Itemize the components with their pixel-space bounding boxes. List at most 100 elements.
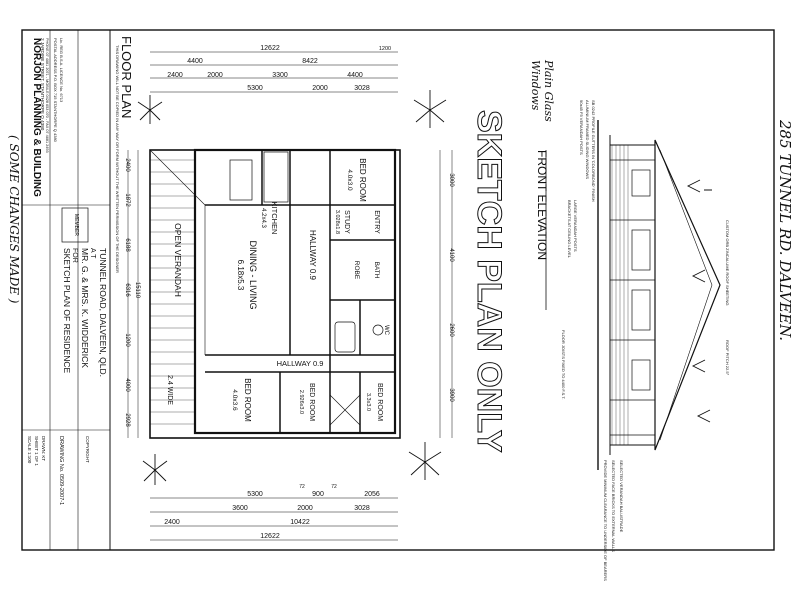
dim-top-row2: 3300 — [272, 72, 288, 79]
verandah-width: 2.4 WIDE — [166, 375, 173, 405]
room-open-verandah: OPEN VERANDAH — [173, 223, 183, 297]
drawing-number: DRAWING No. 0509-2007-1 — [58, 436, 64, 505]
room-bed3-size: 2.926x3.0 — [298, 390, 304, 414]
dim-left: 2928 — [124, 413, 130, 427]
room-entry: ENTRY — [373, 210, 380, 234]
elevation-note: PROVIDE MINIMUM CLEARANCE TO UNDERSIDE O… — [603, 460, 608, 581]
dim-bottom-overall: 12622 — [260, 533, 280, 540]
elevation-window — [631, 289, 651, 331]
tree-icon — [696, 409, 711, 423]
dim-top-right: 1200 — [379, 46, 391, 52]
tree-icon — [413, 90, 447, 128]
elevation-window — [631, 359, 651, 391]
dim-top-left: 4400 — [187, 58, 203, 65]
dim-right: 3900 — [448, 388, 454, 402]
toilet — [372, 324, 384, 336]
house-outline — [193, 148, 397, 435]
room-bath: BATH — [373, 262, 380, 279]
elevation-note: CUSTOM ORB ZINCALUME ROOF SHEETING — [725, 220, 730, 306]
elevation-roof — [654, 139, 721, 451]
tree-icon — [408, 442, 442, 480]
tree-icon — [691, 269, 706, 283]
elevation-note: LARGE VERANDAH POSTS — [573, 200, 578, 252]
elevation-note: SELECTED VERANDAH BALUSTRADE — [619, 460, 624, 533]
front-elevation-title: FRONT ELEVATION — [535, 150, 549, 260]
tree-icon — [142, 454, 168, 485]
elevation-note: ALUMINIUM FRAMED SLIDING WINDOWS — [585, 100, 590, 179]
dim-right: 3000 — [448, 173, 454, 187]
firm-phone: PHONE 07 4681 2071 - MOBILE 0428 653 070… — [45, 38, 49, 153]
room-dining-size: 6.18x5.3 — [236, 260, 245, 291]
elevation-notes: SB 0242 PROFILE GUTTERS IN 'COLORBOND' F… — [561, 100, 730, 581]
dim-bottom-row1: 72 — [331, 484, 337, 490]
handwritten-address: 285 TUNNEL RD. DALVEEN. — [776, 119, 794, 341]
dim-bottom-mid: 10422 — [290, 519, 310, 526]
dim-bottom-row2: 3600 — [232, 505, 248, 512]
balustrade — [611, 145, 629, 445]
member-label: MEMBER — [73, 214, 79, 236]
elevation-note: 90x45 F5 VERANDAH POSTS — [579, 100, 584, 155]
room-kitchen-size: 4.2x4.3 — [260, 208, 266, 228]
dim-bottom-left: 2400 — [164, 519, 180, 526]
front-elevation — [597, 120, 721, 470]
dim-bottom-row1: 900 — [312, 491, 324, 498]
dim-top-row3: 5300 — [247, 85, 263, 92]
dim-bottom-row2: 2000 — [297, 505, 313, 512]
room-bed3: BED ROOM — [308, 383, 315, 421]
firm-licence: Lic. REG B.S.A. LICENCE No. 6713 — [59, 38, 64, 103]
handwritten-note-changes: ( SOME CHANGES MADE ) — [7, 135, 21, 304]
sheet-label: SHEET 1 OF 1 — [34, 436, 39, 466]
firm-address: 2 JARDINE STREET, STANTHORPE Q 4380 — [40, 38, 45, 131]
kitchen-island — [229, 159, 253, 201]
dim-bottom-row1: 2056 — [364, 491, 380, 498]
dim-left: 1200 — [124, 333, 130, 347]
title-block: MEMBER NORJON PLANNING & BUILDING 2 JARD… — [21, 29, 111, 551]
copyright-warning: THIS DRAWING WILL NOT BE COPIED IN ANY W… — [115, 45, 120, 273]
elevation-window — [631, 169, 651, 197]
room-bed2-size: 4.0x3.6 — [231, 389, 238, 411]
kitchen-bench — [263, 151, 289, 203]
room-bed4: BED ROOM — [376, 383, 383, 421]
dim-left: 6188 — [124, 238, 130, 252]
internal-walls — [205, 150, 395, 433]
elevation-note: FLOOR JOISTS FIXED TO 4400 F.S.T. — [561, 330, 566, 399]
bath-tub — [334, 321, 356, 353]
room-study-size: 3.028x1.8 — [334, 210, 340, 234]
tree-icon — [137, 95, 163, 124]
project-for: FOR — [71, 248, 78, 263]
dim-top-mid: 8422 — [302, 58, 318, 65]
project-at: A T — [89, 248, 96, 259]
robe-cross — [329, 394, 361, 426]
site-address: TUNNEL ROAD, DALVEEN, QLD. — [98, 248, 108, 377]
room-dining-living: DINING - LIVING — [248, 240, 258, 309]
handwritten-plain-glass: Plain Glass — [542, 59, 555, 122]
dim-left: 15110 — [134, 282, 140, 299]
tree-icon — [691, 359, 706, 373]
verandah-decking — [150, 159, 195, 425]
room-study: STUDY — [343, 210, 350, 234]
dim-bottom-row2: 3028 — [354, 505, 370, 512]
dim-bottom-row1: 5300 — [247, 491, 263, 498]
copyright-label: COPYRIGHT — [85, 436, 90, 463]
dim-left: 2400 — [124, 158, 130, 172]
firm-postal: POSTAL ADDRESS P.O. BOX 715 STANTHORPE Q… — [53, 38, 58, 143]
room-wc: WC — [383, 325, 389, 336]
dim-top-row2: 2000 — [207, 72, 223, 79]
elevation-window — [631, 229, 651, 271]
room-bed4-size: 3.3x3.0 — [365, 393, 371, 411]
dim-top-row3: 2000 — [312, 85, 328, 92]
tree-icon — [686, 179, 712, 193]
drawn-label: DRAWN: KT — [41, 436, 46, 461]
room-hallway-2: HALLWAY 0.9 — [277, 359, 324, 368]
room-kitchen: KITCHEN — [270, 202, 279, 235]
dim-left: 4000 — [124, 378, 130, 392]
roof-ridge — [659, 149, 713, 441]
floor-plan: BED ROOM 4.0x3.0 ENTRY STUDY 3.028x1.8 K… — [124, 45, 454, 541]
member-logo-box — [61, 207, 89, 243]
floor-plan-title: FLOOR PLAN — [119, 36, 134, 118]
handwritten-windows: Windows — [529, 60, 542, 111]
dim-right: 4100 — [448, 248, 454, 262]
dim-right: 2600 — [448, 323, 454, 337]
room-robe: ROBE — [353, 261, 360, 280]
